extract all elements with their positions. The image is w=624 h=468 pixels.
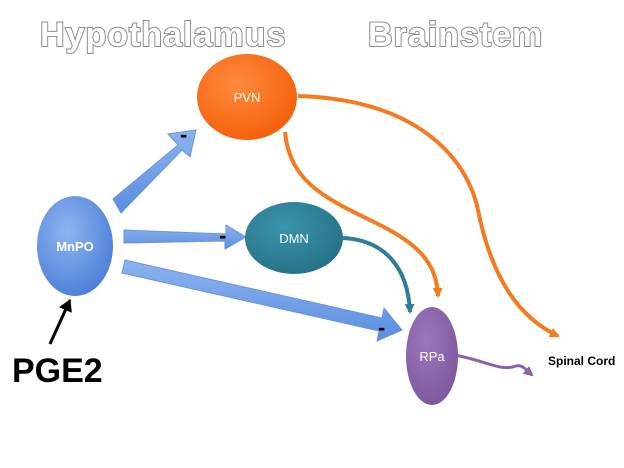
pvn-node [197,54,297,140]
dmn-node [245,202,343,274]
mnpo-label: MnPO [56,239,94,254]
pvn-label: PVN [234,90,261,105]
rpa-label: RPa [419,349,445,364]
region-title-brainstem: Brainstem [368,16,543,54]
region-title-hypothalamus: Hypothalamus [40,16,286,54]
rpa-to-spinal-cord-path [453,353,534,377]
pge2-label: PGE2 [12,352,103,390]
mnpo-to-dmn-arrow [123,224,247,250]
rpa-node [406,307,458,405]
pvn-to-rpa-path [283,131,443,298]
inhibition-mark-pvn: - [180,122,187,147]
mnpo-node [37,196,113,296]
inhibition-mark-rpa: - [378,315,385,340]
dmn-to-rpa-path [342,236,415,314]
pvn-to-spinal-cord-path [297,94,560,338]
spinal-cord-label: Spinal Cord [548,354,615,368]
inhibition-mark-dmn: - [219,223,226,248]
dmn-label: DMN [279,231,309,246]
pge2-stimulus-arrow [48,299,72,345]
mnpo-to-pvn-arrow [112,129,197,214]
mnpo-to-rpa-arrow [121,259,403,342]
